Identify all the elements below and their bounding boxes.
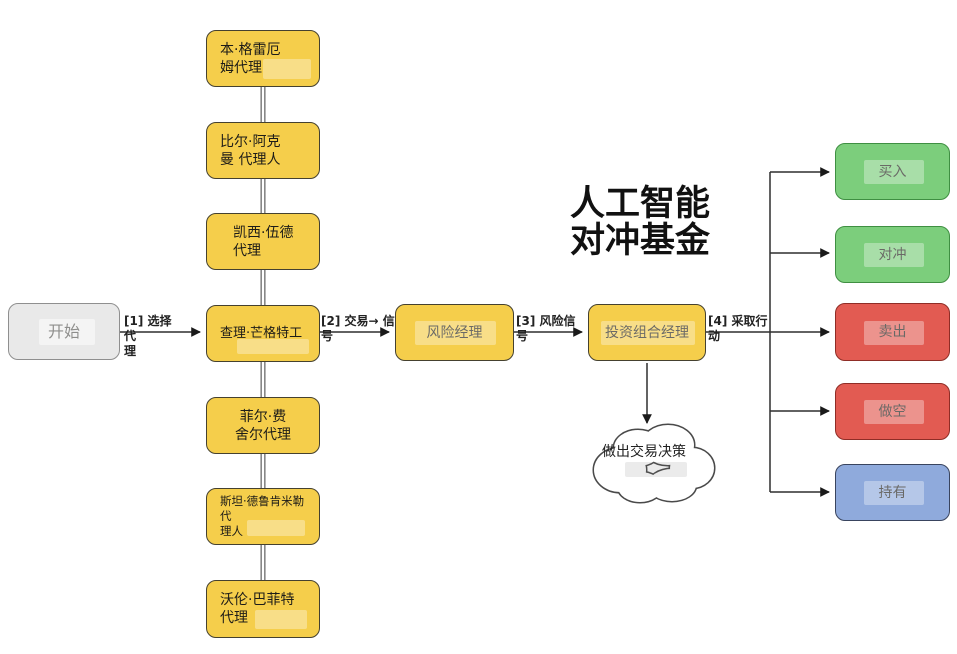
agent-node-label: 凯西·伍德 代理 <box>233 224 294 259</box>
risk-manager-node: 风险经理 <box>395 304 514 361</box>
diagram-title: 人工智能 对冲基金 <box>569 184 710 261</box>
action-node-label: 持有 <box>878 484 907 501</box>
action-node-short: 做空 <box>835 383 950 440</box>
edge-label-risk-signal: [3] 风险信 号 <box>516 314 576 343</box>
agent-node-stan-druckenmiller: 斯坦·德鲁肯米勒 代 理人 <box>206 488 320 545</box>
risk-manager-label: 风险经理 <box>426 324 483 341</box>
action-node-label: 卖出 <box>878 324 907 340</box>
start-node: 开始 <box>8 303 120 360</box>
start-node-label: 开始 <box>47 321 80 341</box>
decision-cloud: 做出交易决策 <box>602 444 710 477</box>
action-node-hold: 持有 <box>835 464 950 521</box>
agent-node-charlie-munger: 查理·芒格特工 <box>206 305 320 362</box>
portfolio-manager-node: 投资组合经理 <box>588 304 706 361</box>
agent-node-bill-ackman: 比尔·阿克 曼 代理人 <box>206 122 320 179</box>
action-node-buy: 买入 <box>835 143 950 200</box>
agent-node-label: 沃伦·巴菲特 代理 <box>220 592 295 626</box>
agent-node-label: 查理·芒格特工 <box>220 325 303 341</box>
edge-label-select-agent: [1] 选择代 理 <box>124 314 172 358</box>
action-node-sell: 卖出 <box>835 303 950 361</box>
edge-label-take-action: [4] 采取行 动 <box>708 314 768 343</box>
action-node-label: 做空 <box>878 403 907 420</box>
edge-label-trade-signal: [2] 交易→ 信 号 <box>321 314 395 343</box>
agent-node-warren-buffett: 沃伦·巴菲特 代理 <box>206 580 320 638</box>
action-node-label: 对冲 <box>878 246 907 263</box>
decision-cloud-shape <box>592 423 716 504</box>
agent-node-cathie-wood: 凯西·伍德 代理 <box>206 213 320 270</box>
action-node-label: 买入 <box>878 163 907 180</box>
action-node-hedge: 对冲 <box>835 226 950 283</box>
agent-node-ben-graham: 本·格雷厄 姆代理 <box>206 30 320 87</box>
agent-node-label: 比尔·阿克 曼 代理人 <box>220 133 281 168</box>
portfolio-manager-label: 投资组合经理 <box>605 324 689 341</box>
agent-node-label: 菲尔·费 舍尔代理 <box>235 408 291 443</box>
agent-node-phil-fisher: 菲尔·费 舍尔代理 <box>206 397 320 454</box>
agent-node-label: 本·格雷厄 姆代理 <box>220 41 281 76</box>
flow-arrows <box>120 167 830 497</box>
agent-node-label: 斯坦·德鲁肯米勒 代 理人 <box>220 494 305 538</box>
decision-cloud-label: 做出交易决策 <box>602 444 686 460</box>
